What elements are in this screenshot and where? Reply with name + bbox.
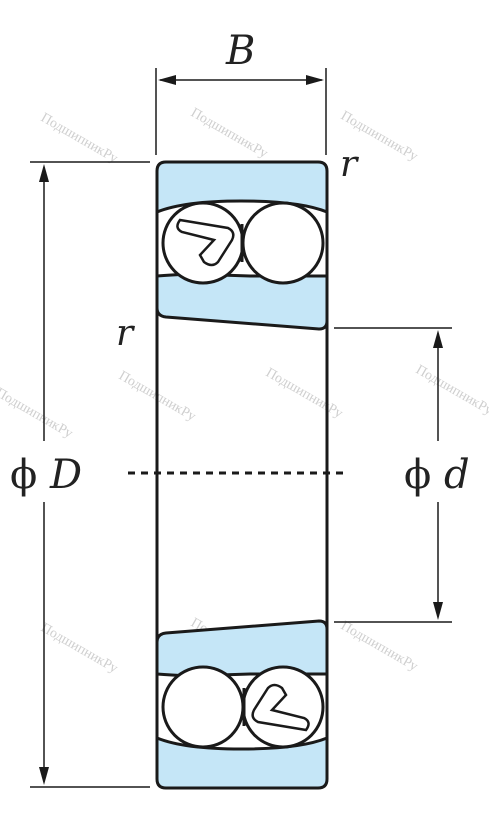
inner-diameter-label: d [444, 452, 470, 498]
ball-top-right [241, 201, 325, 285]
outer-diameter-label: D [49, 452, 82, 498]
outer-diameter-dimension [30, 161, 150, 788]
outer-ring-bottom [155, 735, 329, 790]
watermark-10: ПодшипникРу [338, 618, 420, 674]
outer-diameter-phi: ϕ [10, 452, 37, 498]
width-dimension [155, 68, 327, 155]
ball-bottom-left [161, 665, 245, 749]
inner-diameter-phi: ϕ [404, 452, 431, 498]
inner-ring-top [155, 272, 329, 331]
watermark-1: ПодшипникРу [38, 110, 120, 166]
chamfer-label-left: r [116, 313, 135, 354]
width-label: B [225, 28, 255, 74]
inner-diameter-dimension [334, 327, 452, 623]
cage-top [176, 218, 235, 267]
watermark-2: ПодшипникРу [188, 105, 270, 161]
outer-ring-top [155, 160, 329, 215]
chamfer-label-top: r [340, 144, 359, 185]
cage-bottom [251, 683, 310, 732]
bearing-section [155, 160, 329, 790]
watermark-7: ПодшипникРу [413, 362, 489, 418]
watermark-8: ПодшипникРу [38, 620, 120, 676]
watermark-4: ПодшипникРу [0, 385, 75, 441]
watermark-6: ПодшипникРу [263, 365, 345, 421]
inner-ring-bottom [155, 619, 329, 678]
